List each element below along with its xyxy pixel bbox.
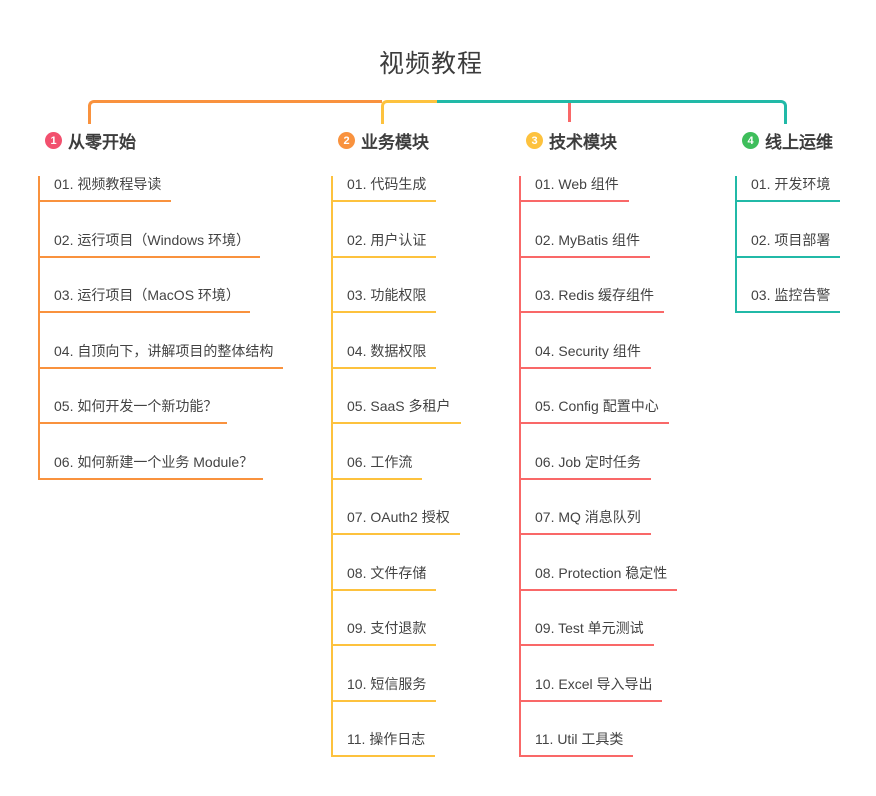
branch-item: 10. Excel 导入导出 [521,676,663,702]
branch-item: 02. 项目部署 [737,232,841,258]
mindmap-title: 视频教程 [378,50,484,78]
branch-item: 10. 短信服务 [333,676,437,702]
branch-item: 07. OAuth2 授权 [333,509,460,535]
branch-number-badge: 2 [338,132,355,149]
branch-node: 3 技术模块 01. Web 组件 02. MyBatis 组件 03. Redis 缓… [519,131,678,757]
branch-item: 11. Util 工具类 [521,731,634,757]
branch-item-list: 01. 开发环境 02. 项目部署 03. 监控告警 [735,176,841,313]
branch-item: 09. 支付退款 [333,620,437,646]
branch-item: 01. 开发环境 [737,176,841,202]
branch-number-badge: 1 [45,132,62,149]
branch-label: 线上运维 [765,133,833,152]
branch-item: 02. 用户认证 [333,232,437,258]
branch-item: 05. 如何开发一个新功能？ [40,398,228,424]
branch-item: 03. 监控告警 [737,287,841,313]
branch-item: 03. 运行项目（MacOS 环境） [40,287,250,313]
branch-item: 04. 自顶向下，讲解项目的整体结构 [40,343,284,369]
branch-item: 04. Security 组件 [521,343,651,369]
connector-branch-1 [88,100,382,124]
branch-item: 05. SaaS 多租户 [333,398,461,424]
branch-item: 08. 文件存储 [333,565,437,591]
branch-header: 3 技术模块 [519,131,677,152]
branch-item: 08. Protection 稳定性 [521,565,678,591]
branch-number-badge: 4 [742,132,759,149]
branch-item: 07. MQ 消息队列 [521,509,651,535]
branch-label: 技术模块 [549,133,617,152]
branch-item: 02. 运行项目（Windows 环境） [40,232,261,258]
branch-item: 06. 工作流 [333,454,423,480]
branch-item-list: 01. 视频教程导读 02. 运行项目（Windows 环境） 03. 运行项目（M… [38,176,284,480]
connector-branch-2 [381,100,438,124]
branch-item: 01. Web 组件 [521,176,629,202]
branch-item: 11. 操作日志 [333,731,436,757]
connector-branch-4 [437,100,787,124]
branch-item-list: 01. Web 组件 02. MyBatis 组件 03. Redis 缓存组件 04… [519,176,678,757]
branch-item: 01. 代码生成 [333,176,437,202]
branch-item: 05. Config 配置中心 [521,398,669,424]
branch-item: 06. 如何新建一个业务 Module？ [40,454,264,480]
branch-header: 4 线上运维 [735,131,840,152]
branch-node: 4 线上运维 01. 开发环境 02. 项目部署 03. 监控告警 [735,131,841,313]
branch-item: 03. 功能权限 [333,287,437,313]
branch-item: 06. Job 定时任务 [521,454,651,480]
connector-branch-3 [568,102,571,122]
branch-node: 2 业务模块 01. 代码生成 02. 用户认证 03. 功能权限 04. 数据权限 05.… [331,131,461,757]
branch-label: 从零开始 [68,133,136,152]
branch-header: 2 业务模块 [331,131,461,152]
branch-item: 01. 视频教程导读 [40,176,172,202]
branch-header: 1 从零开始 [38,131,283,152]
branch-node: 1 从零开始 01. 视频教程导读 02. 运行项目（Windows 环境） 03. 运… [38,131,284,480]
branch-item: 02. MyBatis 组件 [521,232,651,258]
branch-number-badge: 3 [526,132,543,149]
branch-item: 09. Test 单元测试 [521,620,654,646]
branch-item: 04. 数据权限 [333,343,437,369]
branch-item-list: 01. 代码生成 02. 用户认证 03. 功能权限 04. 数据权限 05. SaaS… [331,176,461,757]
branch-label: 业务模块 [361,133,429,152]
branch-item: 03. Redis 缓存组件 [521,287,665,313]
